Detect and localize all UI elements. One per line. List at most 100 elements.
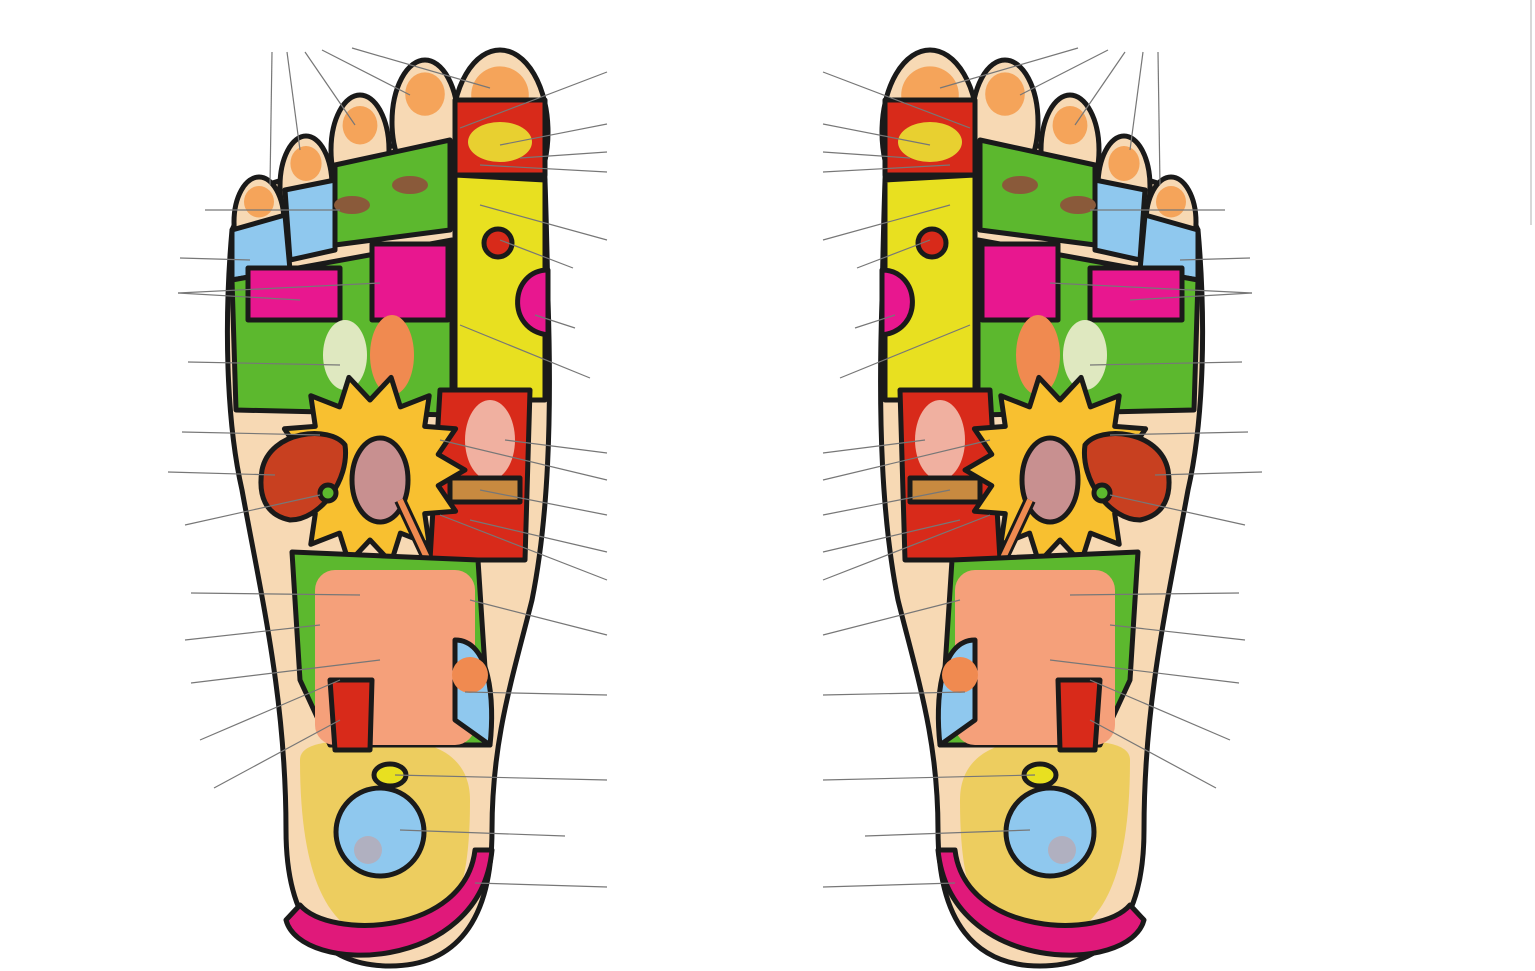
label-leader-line [1179, 257, 1251, 261]
ear-zone-2 [282, 177, 338, 263]
label-leader-line [822, 514, 991, 581]
label-leader-line [822, 123, 931, 146]
label-leader-line [399, 829, 566, 837]
eye-zone [332, 137, 453, 248]
brain-icon [898, 122, 962, 162]
eye-icon [1060, 196, 1096, 214]
second-toe-sinus-zone [985, 72, 1025, 116]
kidney-icon [1019, 435, 1081, 525]
label-leader-line [479, 489, 608, 516]
label-leader-line [459, 324, 591, 379]
appendix-zone [327, 677, 375, 753]
neck-zone [879, 267, 915, 338]
label-leader-line [181, 431, 321, 436]
label-leader-line [1109, 431, 1249, 436]
label-leader-line [184, 494, 321, 526]
third-toe-sinus-zone [342, 106, 378, 145]
left-foot [167, 47, 608, 969]
label-leader-line [321, 49, 411, 96]
label-leader-line [304, 51, 356, 126]
label-leader-line [1109, 494, 1246, 526]
label-leader-line [822, 439, 991, 481]
eye-icon [334, 196, 370, 214]
label-leader-line [184, 624, 321, 641]
pancreas-zone [907, 475, 983, 505]
reproductive-icon [1048, 836, 1076, 864]
shoulder-zone-1 [1087, 265, 1185, 323]
label-leader-line [1089, 719, 1217, 789]
label-leader-line [469, 519, 608, 553]
label-leader-line [469, 599, 608, 636]
stomach-icon [915, 400, 965, 480]
label-leader-line [864, 829, 1031, 837]
label-leader-line [1089, 679, 1231, 741]
heel-zone [935, 847, 1147, 958]
label-leader-line [479, 164, 608, 173]
label-leader-line [939, 47, 1079, 89]
label-leader-line [199, 679, 341, 741]
appendix-zone [1055, 677, 1103, 753]
label-leader-line [822, 691, 966, 696]
label-leader-line [856, 239, 931, 269]
label-leader-line [822, 71, 971, 129]
label-leader-line [464, 691, 608, 696]
label-leader-line [179, 257, 251, 261]
label-leader-line [474, 882, 608, 888]
neck-zone [515, 267, 551, 338]
label-leader-line [1049, 659, 1240, 684]
label-leader-line [504, 439, 608, 454]
shoulder-zone-2 [979, 241, 1061, 323]
reproductive-zone [1003, 785, 1097, 879]
label-leader-line [190, 659, 381, 684]
pancreas-zone [447, 475, 523, 505]
label-leader-line [167, 471, 276, 476]
label-leader-line [459, 71, 608, 129]
label-leader-line [269, 51, 273, 186]
gallbladder-zone [317, 482, 339, 504]
kidney-icon [349, 435, 411, 525]
heel-zone [283, 847, 495, 958]
eye-icon [392, 176, 428, 194]
label-leader-line [439, 514, 608, 581]
label-leader-line [822, 151, 911, 159]
little-toe-sinus-zone [244, 186, 274, 218]
label-leader-line [519, 151, 608, 159]
gallbladder-zone [1091, 482, 1113, 504]
label-leader-line [822, 882, 956, 888]
label-leader-line [190, 592, 361, 596]
label-leader-line [839, 324, 971, 379]
label-leader-line [822, 439, 926, 454]
shoulder-zone-2 [369, 241, 451, 323]
label-leader-line [351, 47, 491, 89]
label-leader-line [394, 774, 608, 781]
lung-icon [323, 320, 367, 390]
label-leader-line [187, 361, 341, 366]
pituitary-zone [481, 226, 515, 260]
fourth-toe-sinus-zone [1108, 146, 1140, 181]
label-leader-line [822, 164, 951, 173]
label-leader-line [1074, 51, 1126, 126]
stomach-icon [465, 400, 515, 480]
label-leader-line [499, 239, 574, 269]
label-leader-line [1019, 49, 1109, 96]
lung-icon [370, 315, 414, 395]
label-leader-line [854, 314, 896, 329]
reproductive-icon [354, 836, 382, 864]
label-leader-line [177, 292, 301, 301]
label-leader-line [822, 489, 951, 516]
bladder-icon [452, 657, 488, 693]
label-leader-line [1154, 471, 1263, 476]
label-leader-line [499, 123, 608, 146]
bladder-icon [942, 657, 978, 693]
pituitary-zone [915, 226, 949, 260]
label-leader-line [1069, 592, 1240, 596]
label-leader-line [479, 204, 608, 241]
label-leader-line [1157, 51, 1161, 186]
label-leader-line [1129, 51, 1144, 151]
lung-icon [1016, 315, 1060, 395]
label-leader-line [1129, 292, 1253, 301]
label-leader-line [286, 51, 301, 151]
reproductive-zone [333, 785, 427, 879]
thyroid-spine-zone [882, 172, 978, 403]
